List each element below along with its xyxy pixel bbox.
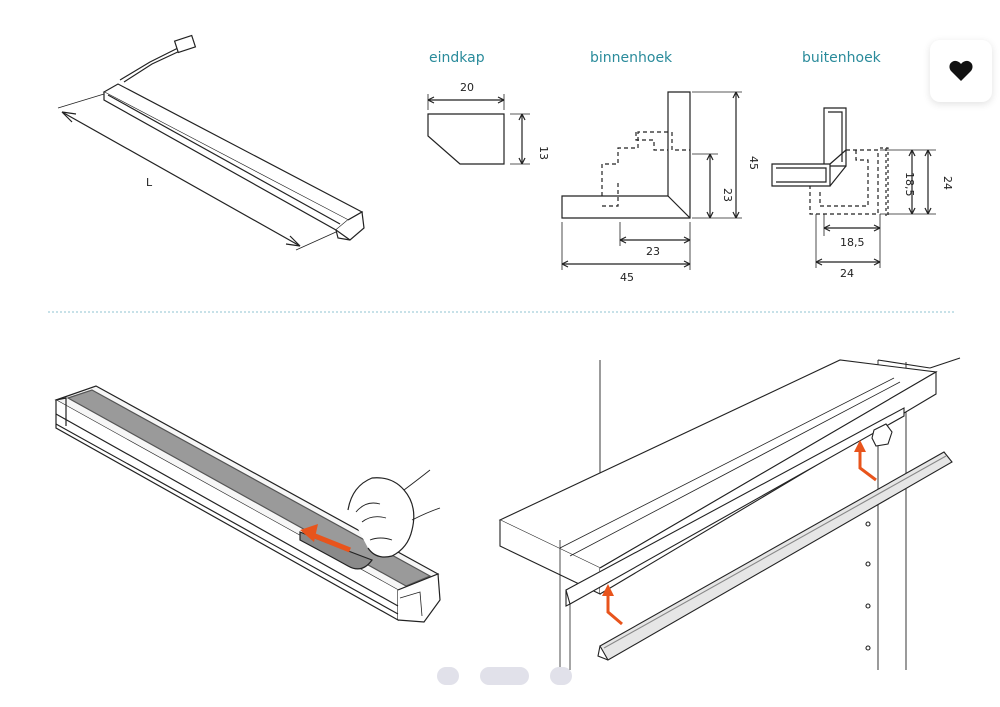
end-cap-width: 20 (460, 81, 474, 94)
favorite-button[interactable] (930, 40, 992, 102)
outer-width-total: 24 (840, 267, 854, 280)
outer-corner-title: buitenhoek (802, 50, 882, 66)
inner-width-part: 23 (646, 245, 660, 258)
outer-height-part: 18,5 (903, 172, 916, 197)
tape-removal-illustration (54, 385, 441, 623)
mount-arrows (602, 440, 877, 626)
end-cap-drawing (427, 94, 530, 165)
inner-corner-drawing (561, 91, 742, 270)
end-cap-title: eindkap (429, 50, 485, 66)
carousel-dot-1[interactable] (437, 667, 459, 685)
carousel-dot-2-active[interactable] (480, 667, 529, 685)
outer-width-part: 18,5 (840, 236, 865, 249)
outer-corner-drawing (771, 107, 936, 268)
inner-height-total: 45 (747, 156, 760, 170)
carousel-dot-3[interactable] (550, 667, 572, 685)
led-profile-drawing (57, 34, 365, 251)
end-cap-height: 13 (537, 146, 550, 160)
outer-height-total: 24 (941, 176, 954, 190)
mounting-illustration (498, 357, 961, 670)
inner-width-total: 45 (620, 271, 634, 284)
inner-corner-title: binnenhoek (590, 50, 673, 66)
inner-height-part: 23 (721, 188, 734, 202)
length-label: L (146, 176, 153, 189)
heart-icon (949, 60, 973, 81)
pull-arrow (300, 524, 351, 553)
carousel-pagination (0, 663, 1000, 689)
